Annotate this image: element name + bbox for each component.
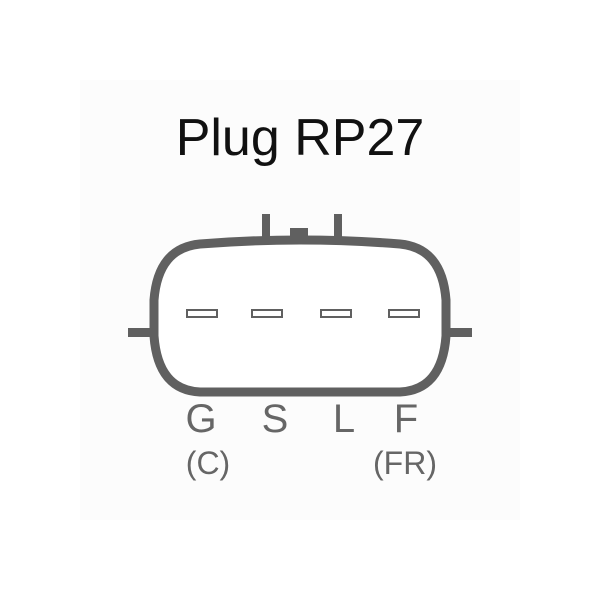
connector-body [149, 235, 451, 397]
pin-label-f: F [393, 397, 419, 441]
pin-label-s: S [261, 397, 289, 441]
pin-slot-g [186, 309, 218, 318]
pin-label-l: L [332, 397, 356, 441]
diagram-title: Plug RP27 [175, 109, 425, 167]
pin-label-g: G [185, 397, 217, 441]
pin-alt-label-g: (C) [185, 445, 231, 481]
pin-alt-label-f: (FR) [373, 445, 437, 481]
side-tab-right [444, 328, 472, 337]
top-tab-left [262, 214, 270, 242]
pin-slot-l [320, 309, 352, 318]
pin-slot-f [388, 309, 420, 318]
top-tab-right [334, 214, 342, 242]
pin-slot-s [251, 309, 283, 318]
side-tab-left [128, 328, 156, 337]
